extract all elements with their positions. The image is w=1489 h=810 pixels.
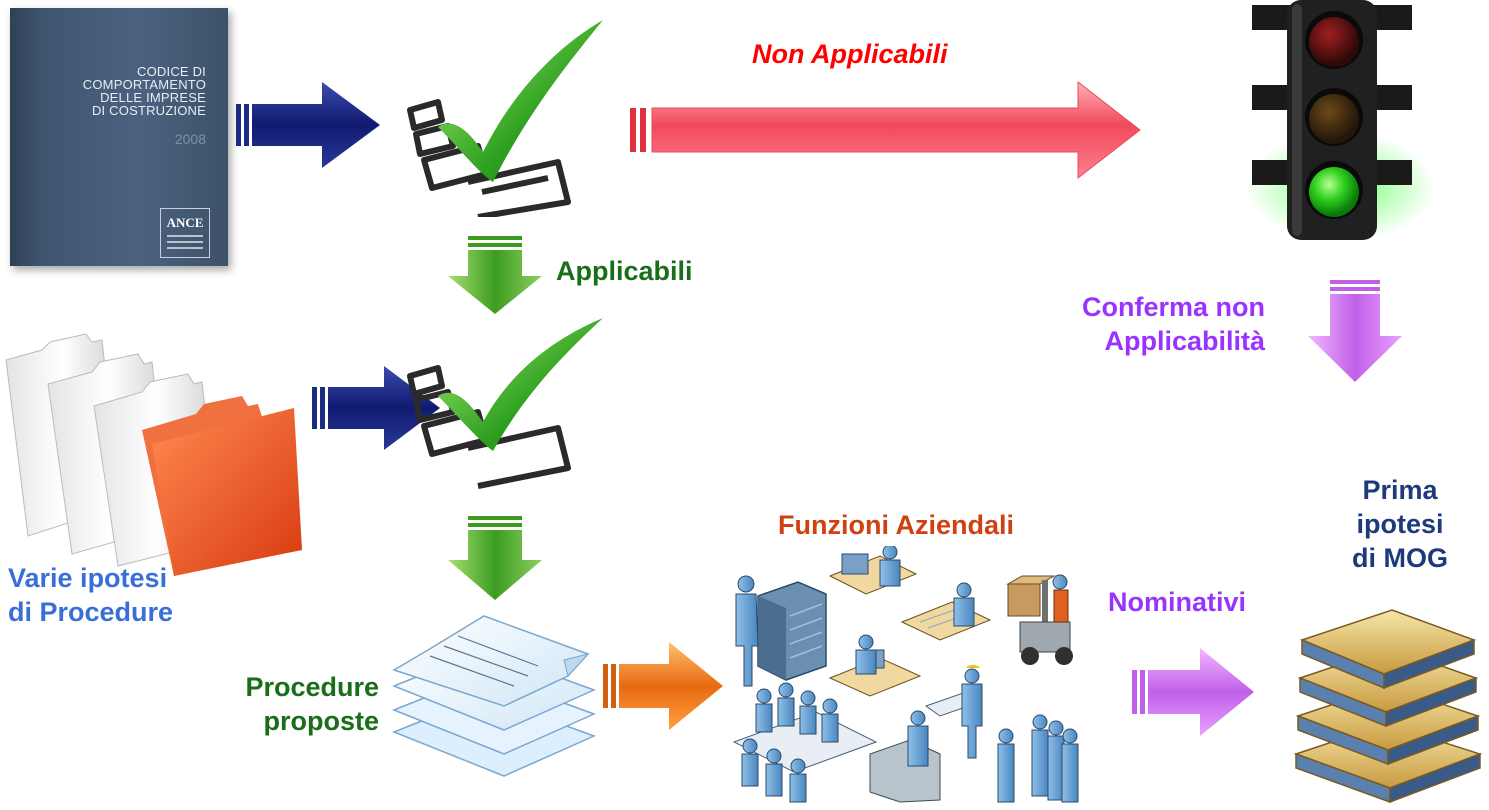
label-prima-line2: ipotesi <box>1356 508 1444 539</box>
checklist-icon <box>407 20 603 217</box>
binders-stack-icon <box>1293 609 1483 804</box>
label-procedure-line1: Procedure <box>245 672 379 702</box>
arrow-icon <box>236 82 380 168</box>
arrow-icon <box>630 80 1141 180</box>
label-varie-ipotesi: Varie ipotesi di Procedure <box>8 562 173 630</box>
label-conferma-non-applicabilita: Conferma non Applicabilità <box>1010 291 1265 359</box>
arrow-icon <box>448 236 542 314</box>
arrow-icon <box>603 642 723 730</box>
label-prima-ipotesi: Prima ipotesi di MOG <box>1330 474 1470 575</box>
label-non-applicabili: Non Applicabili <box>752 39 948 69</box>
label-conferma-line1: Conferma non <box>1081 292 1265 322</box>
label-varie-line2: di Procedure <box>8 596 174 627</box>
label-prima-line3: di MOG <box>1352 542 1448 573</box>
label-prima-line1: Prima <box>1362 475 1438 505</box>
label-applicabili: Applicabili <box>556 256 693 286</box>
label-conferma-line2: Applicabilità <box>1104 325 1265 356</box>
folders-icon <box>5 333 302 576</box>
code-book-icon: CODICE DI COMPORTAMENTO DELLE IMPRESE DI… <box>10 8 228 266</box>
traffic-light-icon <box>1246 0 1432 242</box>
documents-stack-icon <box>391 615 597 777</box>
book-title: CODICE DI COMPORTAMENTO DELLE IMPRESE DI… <box>82 64 206 118</box>
ance-logo-text: ANCE <box>166 215 204 230</box>
ance-logo: ANCE <box>160 208 210 258</box>
arrow-icon <box>1132 648 1254 736</box>
office-people-icon <box>732 546 1079 803</box>
checklist-icon <box>407 318 603 489</box>
label-nominativi: Nominativi <box>1108 587 1247 617</box>
label-varie-line1: Varie ipotesi <box>8 563 168 593</box>
book-year: 2008 <box>174 131 206 147</box>
arrow-icon <box>448 516 542 600</box>
label-funzioni-aziendali: Funzioni Aziendali <box>778 510 1014 540</box>
label-procedure-line2: proposte <box>263 705 379 736</box>
arrow-icon <box>1308 280 1402 382</box>
label-procedure-proposte: Procedure proposte <box>207 671 379 739</box>
